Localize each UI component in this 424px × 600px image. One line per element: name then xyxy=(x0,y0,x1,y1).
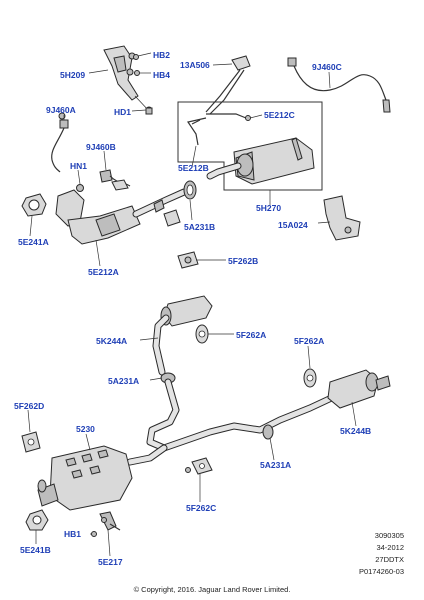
clamp-5a231b xyxy=(183,180,197,200)
leader-lines xyxy=(27,52,357,557)
callout-hb4: HB4 xyxy=(153,70,171,80)
reference-code-1: 3090305 xyxy=(374,531,404,540)
callout-13a506: 13A506 xyxy=(180,60,210,70)
callout-5f262a-right: 5F262A xyxy=(294,336,325,346)
callout-5a231a-left: 5A231A xyxy=(108,376,140,386)
sensor-9j460b xyxy=(99,169,131,191)
bolt-hb4 xyxy=(134,70,140,76)
bracket-5h209 xyxy=(103,45,151,113)
mounting-5f262a-upper xyxy=(195,324,209,344)
silencer-5k244b xyxy=(327,369,391,409)
callout-hb1: HB1 xyxy=(64,529,82,539)
silencer-5k244a xyxy=(152,295,213,376)
bolt-hd1 xyxy=(145,106,153,115)
gasket-5e241b xyxy=(25,509,49,531)
bolt-hb1 xyxy=(91,531,97,537)
callout-5e241a: 5E241A xyxy=(18,237,49,247)
gasket-5e241a xyxy=(21,193,47,217)
callout-5a231b: 5A231B xyxy=(184,222,216,232)
callout-5e212c: 5E212C xyxy=(264,110,295,120)
callout-5k244b: 5K244B xyxy=(340,426,372,436)
callout-5h209: 5H209 xyxy=(60,70,86,80)
callout-5h270: 5H270 xyxy=(256,203,282,213)
callout-5f262a-top: 5F262A xyxy=(236,330,267,340)
callout-hd1: HD1 xyxy=(114,107,132,117)
callout-5e212b: 5E212B xyxy=(178,163,209,173)
cable-13a506 xyxy=(205,55,251,115)
nut-hn1 xyxy=(76,184,84,192)
callout-5a231a-right: 5A231A xyxy=(260,460,292,470)
box-5h270 xyxy=(177,101,323,191)
intermediate-pipe xyxy=(126,378,344,466)
callout-5f262b: 5F262B xyxy=(228,256,259,266)
callout-hn1: HN1 xyxy=(70,161,88,171)
bracket-15a024 xyxy=(323,195,361,241)
mounting-5f262a-right xyxy=(303,368,317,388)
reference-code-3: 27DDTX xyxy=(375,555,404,564)
mounting-5f262b xyxy=(163,209,199,269)
dpf-5h270 xyxy=(206,137,315,185)
sensor-5e217 xyxy=(99,511,121,531)
callout-5e241b: 5E241B xyxy=(20,545,51,555)
sensor-9j460c xyxy=(287,57,391,113)
callout-hb2: HB2 xyxy=(153,50,171,60)
catalyst-5e212a xyxy=(55,188,188,245)
mounting-5f262c xyxy=(185,457,213,475)
callout-5230: 5230 xyxy=(76,424,95,434)
callout-9j460b: 9J460B xyxy=(86,142,116,152)
sensor-pipe-5e212c xyxy=(187,113,251,146)
bolt-hb2 xyxy=(133,54,139,60)
callout-9j460c: 9J460C xyxy=(312,62,342,72)
callout-5f262d: 5F262D xyxy=(14,401,45,411)
copyright-notice: © Copyright, 2016. Jaguar Land Rover Lim… xyxy=(133,585,291,594)
callout-15a024: 15A024 xyxy=(278,220,308,230)
mounting-5f262d xyxy=(21,431,41,453)
reference-code-2: 34-2012 xyxy=(376,543,404,552)
callout-5e212a: 5E212A xyxy=(88,267,119,277)
clamp-5a231a-right xyxy=(262,424,274,440)
sensor-9j460a xyxy=(51,112,69,173)
callout-5f262c: 5F262C xyxy=(186,503,217,513)
silencer-5230 xyxy=(37,445,133,511)
callout-9j460a: 9J460A xyxy=(46,105,76,115)
callout-5k244a: 5K244A xyxy=(96,336,128,346)
callout-5e217: 5E217 xyxy=(98,557,123,567)
reference-code-4: P0174260-03 xyxy=(358,567,404,576)
